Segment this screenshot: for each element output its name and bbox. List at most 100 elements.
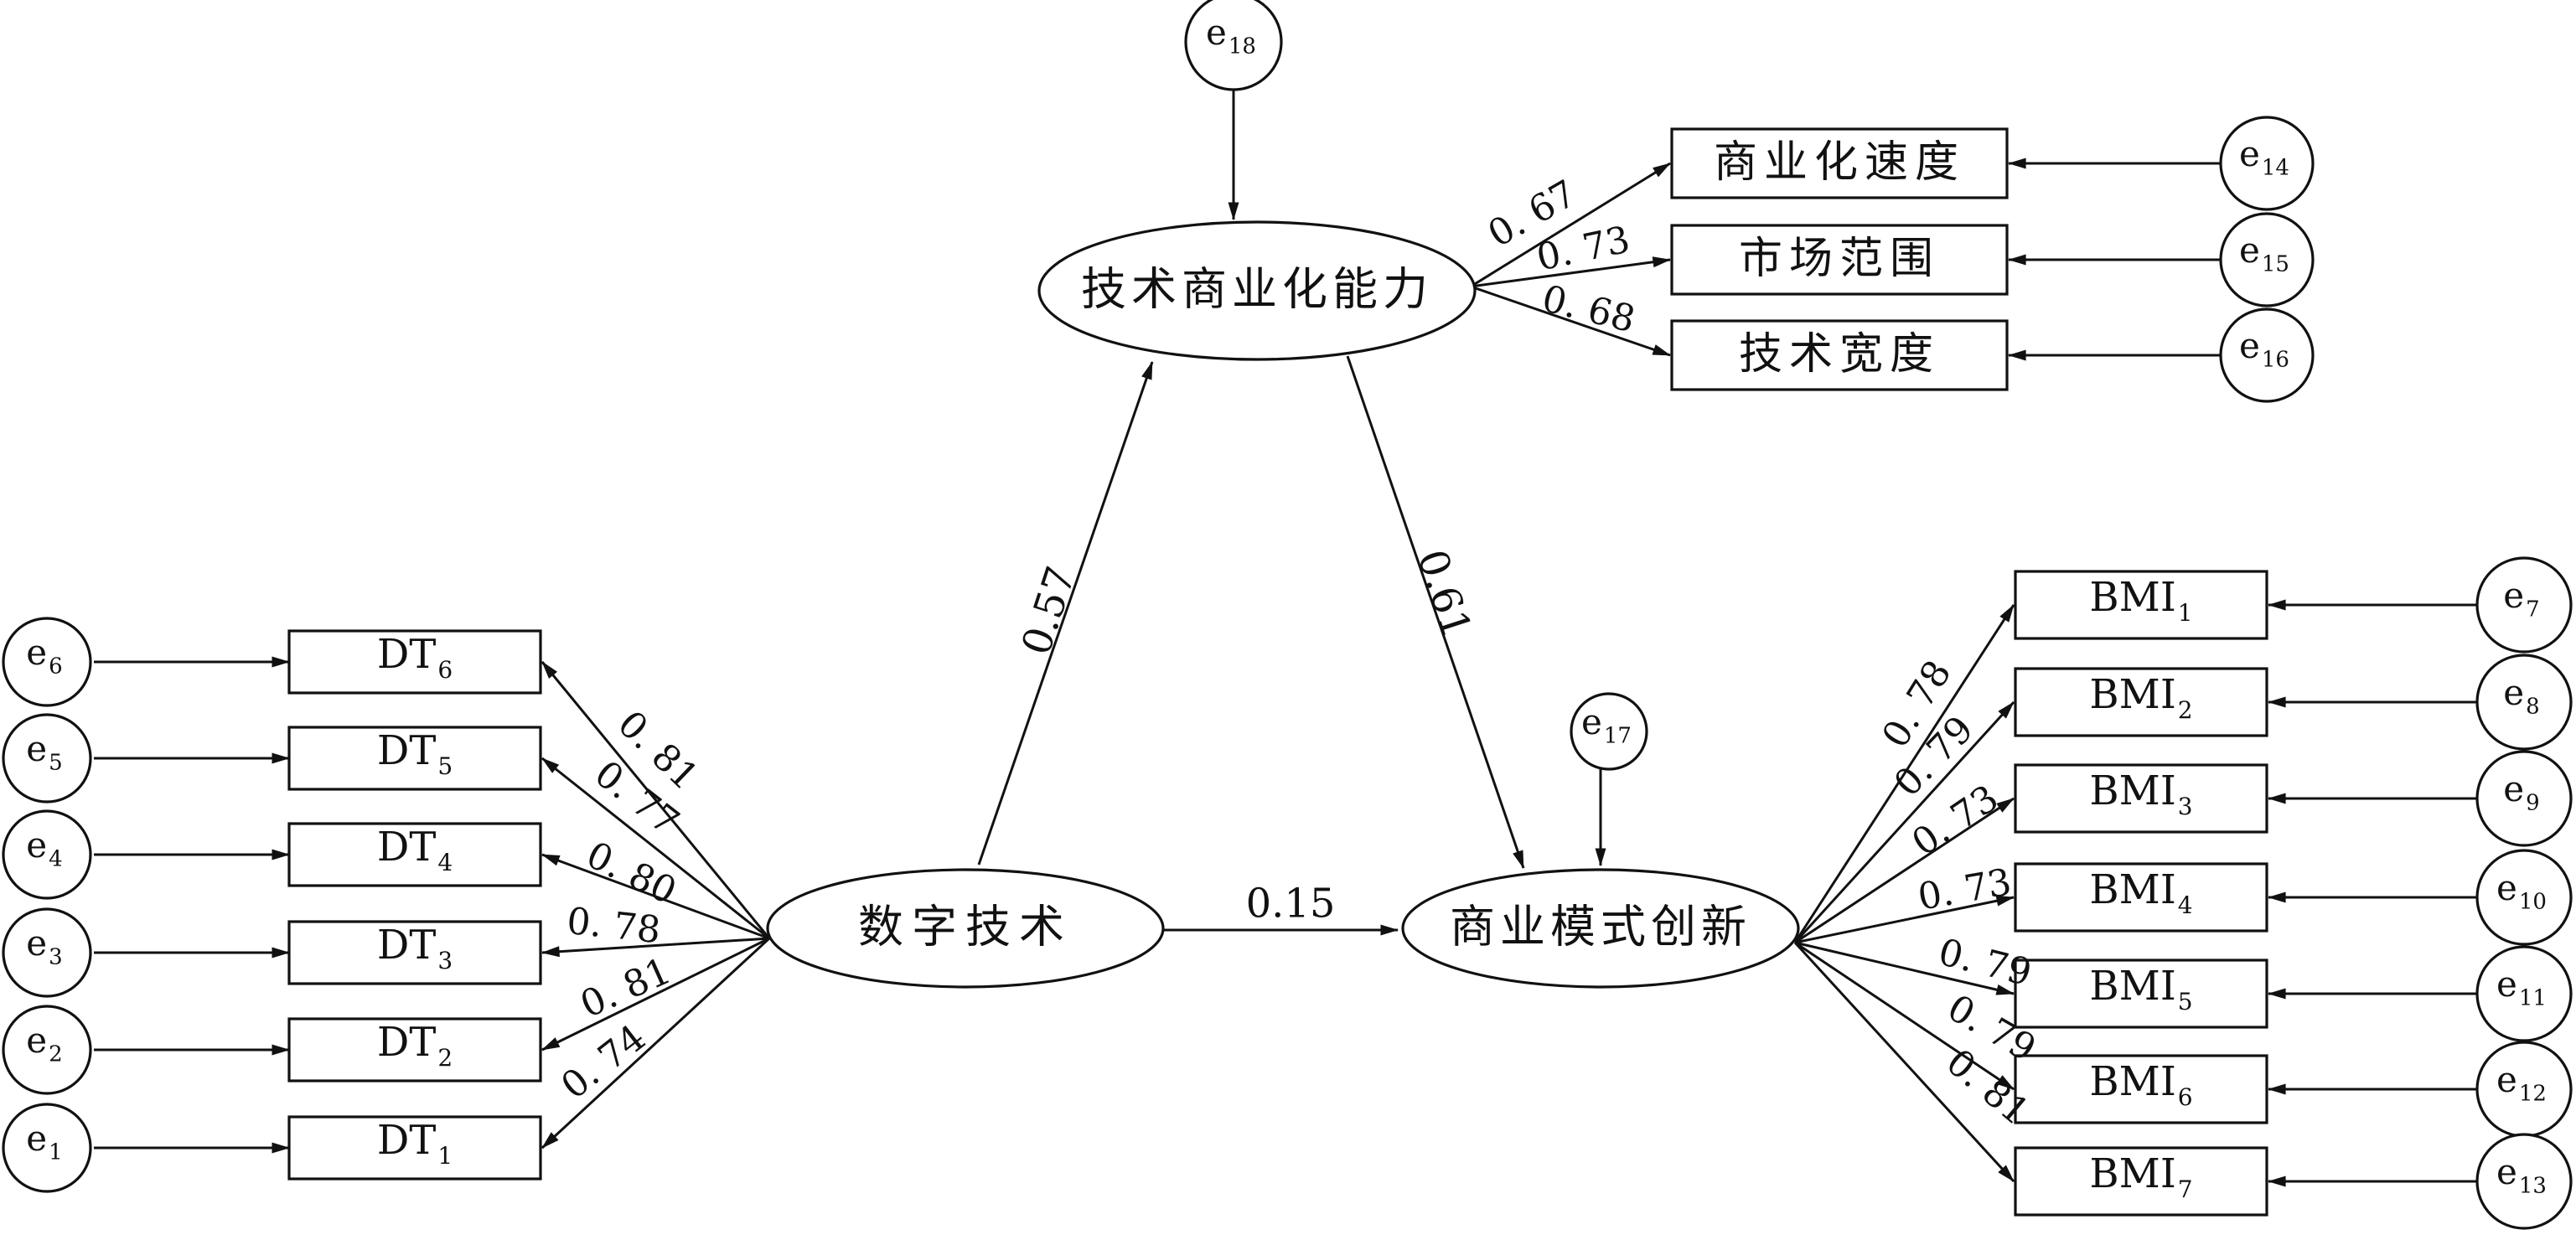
dt-loading-arrow — [541, 853, 770, 940]
tc-indicator-box: 商业化速度 — [1670, 127, 2009, 199]
error-circle-e17: e17 — [1570, 692, 1648, 771]
dt-loading-arrow — [541, 937, 771, 1150]
bmi-loading-arrow — [1793, 700, 2015, 944]
indicator-box-outline — [287, 726, 542, 791]
error-circle-outline — [2, 617, 92, 707]
error-label: e15 — [2239, 230, 2289, 277]
dt-loading-arrow — [541, 937, 770, 1052]
dt-indicator-label: DT3 — [377, 922, 453, 974]
indicator-box-outline — [287, 822, 542, 887]
error-circle-outline — [2, 1005, 92, 1095]
error-circle-e1: e1 — [2, 1103, 92, 1193]
error-circle-outline — [2, 809, 92, 900]
bmi-indicator-label: BMI1 — [2089, 574, 2192, 627]
error-circle-e15: e15 — [2219, 212, 2315, 307]
error-circle-outline — [2475, 849, 2573, 946]
tc-loading-arrow — [1470, 285, 1672, 357]
error-circle-outline — [2475, 556, 2573, 654]
dt-indicator-label: DT6 — [377, 631, 453, 684]
bmi-indicator-label: BMI5 — [2089, 963, 2192, 1015]
indicator-box-outline — [2014, 862, 2268, 933]
bmi-indicator-box: BMI6 — [2014, 1054, 2268, 1124]
error-label: e1 — [26, 1118, 62, 1165]
bmi-loading-arrow — [1793, 941, 2015, 1183]
error-circle-e8: e8 — [2475, 654, 2573, 751]
bmi-indicator-label: BMI2 — [2089, 671, 2192, 724]
error-label: e18 — [1206, 12, 1256, 59]
dt-indicator-box: DT5 — [287, 726, 542, 791]
error-circle-outline — [2219, 307, 2315, 403]
error-circle-e3: e3 — [2, 907, 92, 998]
error-circle-e5: e5 — [2, 713, 92, 804]
dt-loading-label: 0. 80 — [580, 834, 683, 913]
dt-indicator-label: DT2 — [377, 1019, 453, 1072]
dt-indicator-label: DT1 — [377, 1117, 453, 1170]
bmi-loading-arrow — [1793, 604, 2015, 943]
bmi-indicator-box: BMI2 — [2014, 667, 2268, 737]
bmi-loading-arrow — [1794, 941, 2015, 995]
error-circle-outline — [2475, 945, 2573, 1042]
latent-label: 技术商业化能力 — [1081, 263, 1433, 316]
error-circle-e2: e2 — [2, 1005, 92, 1095]
error-circle-e11: e11 — [2475, 945, 2573, 1042]
error-circle-outline — [1570, 692, 1648, 771]
error-circle-e14: e14 — [2219, 116, 2315, 211]
dt-indicator-label: DT5 — [377, 727, 453, 780]
path-label-tc-bmi: 0.61 — [1408, 544, 1480, 643]
error-label: e11 — [2496, 964, 2547, 1011]
error-circle-e7: e7 — [2475, 556, 2573, 654]
indicator-box-outline — [1670, 319, 2009, 391]
tc-loading-arrow — [1470, 256, 1672, 288]
indicator-box-outline — [1670, 224, 2009, 296]
latent-tech-commercialization: 技术商业化能力 — [1037, 220, 1477, 361]
dt-loading-label: 0. 74 — [553, 1016, 654, 1108]
dt-loading-arrow — [541, 661, 771, 939]
dt-loading-arrow — [541, 937, 770, 958]
dt-indicator-box: DT6 — [287, 629, 542, 695]
error-label: e3 — [26, 922, 62, 970]
indicator-box-outline — [2014, 570, 2268, 640]
path-label-dt-tc: 0.57 — [1013, 561, 1085, 660]
indicator-box-outline — [2014, 1146, 2268, 1217]
error-label: e17 — [1581, 701, 1632, 749]
path-dt-to-tc — [977, 360, 1154, 866]
indicator-box-outline — [2014, 1054, 2268, 1124]
bmi-indicator-label: BMI7 — [2089, 1150, 2192, 1203]
path-tc-to-bmi — [1346, 355, 1525, 870]
error-circle-e13: e13 — [2475, 1133, 2573, 1230]
tc-loading-label: 0. 68 — [1538, 277, 1639, 342]
indicator-box-outline — [2014, 763, 2268, 834]
indicator-box-outline — [287, 629, 542, 695]
dt-indicator-box: DT3 — [287, 920, 542, 985]
error-circle-outline — [2219, 116, 2315, 211]
bmi-loading-arrow — [1794, 941, 2015, 1091]
error-label: e6 — [26, 632, 62, 680]
dt-indicator-box: DT1 — [287, 1115, 542, 1181]
latent-label: 商业模式创新 — [1450, 901, 1751, 953]
error-circle-outline — [2, 1103, 92, 1193]
latent-ellipse-outline — [766, 868, 1165, 989]
error-label: e12 — [2496, 1059, 2547, 1107]
error-circle-outline — [2, 713, 92, 804]
bmi-indicator-box: BMI4 — [2014, 862, 2268, 933]
bmi-indicator-box: BMI3 — [2014, 763, 2268, 834]
bmi-loading-arrow — [1794, 895, 2015, 944]
latent-business-model-innovation: 商业模式创新 — [1401, 868, 1800, 989]
error-circle-outline — [2, 907, 92, 998]
latent-digital-technology: 数字技术 — [766, 868, 1165, 989]
bmi-loading-label: 0. 73 — [1915, 860, 2015, 919]
indicator-box-outline — [2014, 667, 2268, 737]
dt-loading-label: 0. 81 — [574, 949, 677, 1026]
error-label: e5 — [26, 728, 62, 776]
bmi-indicator-box: BMI7 — [2014, 1146, 2268, 1217]
error-circle-outline — [2219, 212, 2315, 307]
error-circle-e9: e9 — [2475, 750, 2573, 847]
error-circle-outline — [2475, 1133, 2573, 1230]
error-circle-e18: e18 — [1184, 0, 1283, 91]
dt-indicator-box: DT4 — [287, 822, 542, 887]
indicator-box-outline — [287, 1115, 542, 1181]
error-circle-e16: e16 — [2219, 307, 2315, 403]
indicator-box-outline — [1670, 127, 2009, 199]
